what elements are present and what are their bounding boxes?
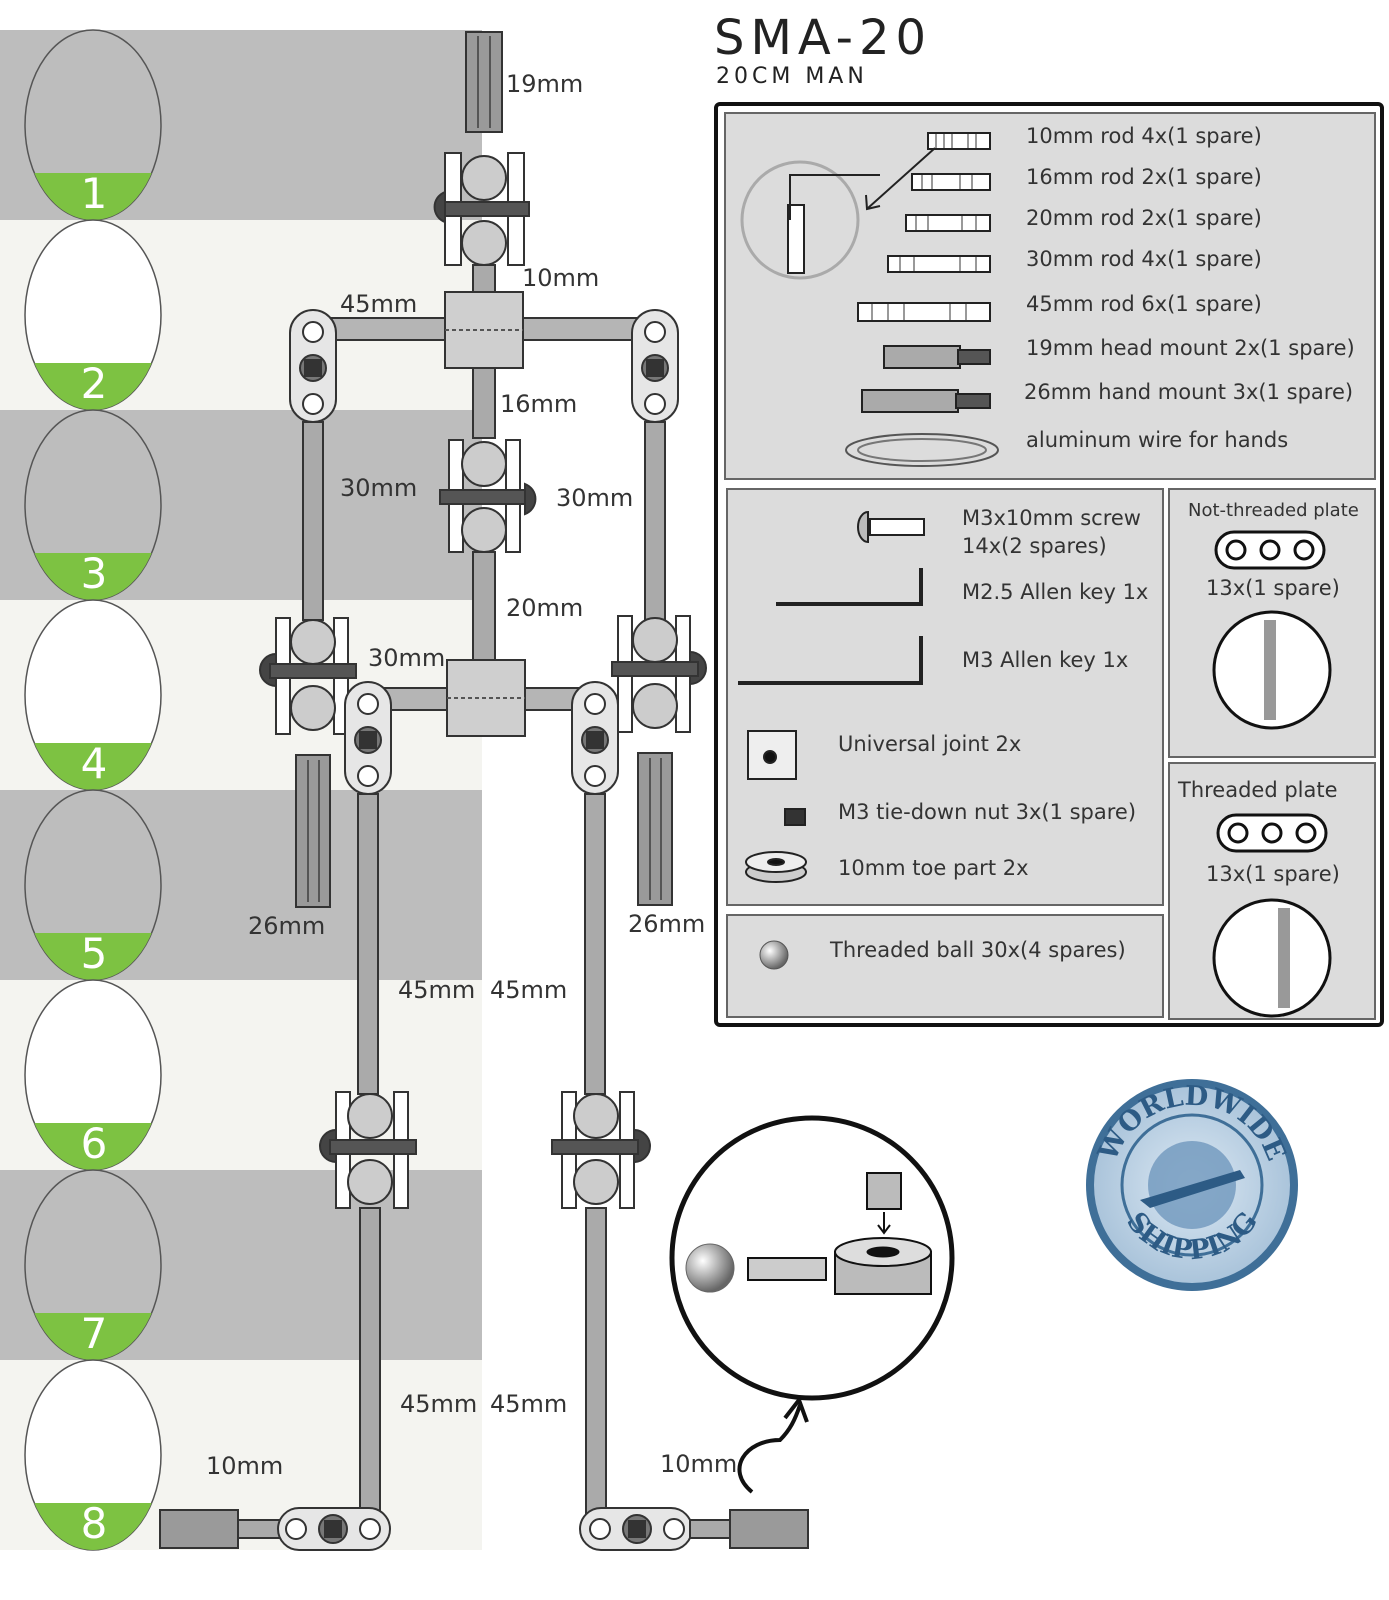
dim-thigh-right: 45mm [490,976,568,1004]
allen-key-3-label: M3 Allen key 1x [962,648,1129,672]
threaded-ball-label: Threaded ball 30x(4 spares) [830,938,1126,962]
scale-number: 6 [80,1119,108,1168]
dim-foot-left: 10mm [206,1452,284,1480]
dim-head-rod: 19mm [506,70,584,98]
thigh-left [357,793,379,1095]
part-label: 45mm rod 6x(1 spare) [1026,292,1262,316]
part-label: 10mm rod 4x(1 spare) [1026,124,1262,148]
neck-joint [433,152,530,266]
head-mount [465,31,503,133]
ball-panel [726,914,1164,1018]
dim-shin-right: 45mm [490,1390,568,1418]
shin-left [359,1207,381,1514]
page-subtitle: 20CM MAN [716,64,868,89]
threaded-plate-title: Threaded plate [1178,778,1338,802]
scale-egg [24,219,162,411]
screw-label: M3x10mm screw [962,506,1141,530]
dim-upper-arm-right: 30mm [556,484,634,512]
upper-arm-right [644,421,666,621]
tie-down-nut-label: M3 tie-down nut 3x(1 spare) [838,800,1137,824]
threaded-plate-qty: 13x(1 spare) [1206,862,1340,886]
screw-qty: 14x(2 spares) [962,534,1107,558]
part-label: 19mm head mount 2x(1 spare) [1026,336,1355,360]
toe-part-label: 10mm toe part 2x [838,856,1029,880]
dim-spine-upper: 16mm [500,390,578,418]
hand-mount-left [295,754,331,908]
foot-left [159,1507,391,1551]
skeleton [159,31,809,1551]
part-label: 20mm rod 2x(1 spare) [1026,206,1262,230]
hand-mount-right [637,752,673,906]
part-label: aluminum wire for hands [1026,428,1289,452]
knee-right [551,1091,651,1209]
part-label: 16mm rod 2x(1 spare) [1026,165,1262,189]
knee-left [319,1091,417,1209]
scale-number: 8 [80,1499,108,1548]
elbow-right [611,615,707,733]
foot-right [579,1507,809,1551]
plate-left-shoulder [289,309,337,423]
allen-key-25-label: M2.5 Allen key 1x [962,580,1149,604]
not-threaded-plate-panel [1168,488,1376,758]
page-title: SMA-20 [714,10,933,66]
worldwide-shipping-badge: WORLDWIDE SHIPPING [1086,1079,1298,1291]
foot-detail-callout [669,1115,955,1494]
thigh-right [584,793,606,1095]
plate-left-hip [344,681,392,795]
dim-hip: 30mm [368,644,446,672]
part-label: 26mm hand mount 3x(1 spare) [1024,380,1354,404]
dim-shoulder: 45mm [340,290,418,318]
universal-joint-label: Universal joint 2x [838,732,1022,756]
scale-number: 1 [80,169,108,218]
plate-right-hip [571,681,619,795]
dim-shin-left: 45mm [400,1390,478,1418]
part-label: 30mm rod 4x(1 spare) [1026,247,1262,271]
dim-thigh-left: 45mm [398,976,476,1004]
scale-number: 4 [80,739,108,788]
scale-number: 3 [80,549,108,598]
upper-arm-left [302,421,324,621]
dim-hand-right: 26mm [628,910,706,938]
scale-number: 7 [80,1309,108,1358]
elbow-left [259,617,357,735]
hardware-panel [726,488,1164,906]
scale-number: 2 [80,359,108,408]
spine-joint [439,439,537,553]
plate-right-shoulder [631,309,679,423]
dim-spine-lower: 20mm [506,594,584,622]
scale-number: 5 [80,929,108,978]
not-threaded-plate-qty: 13x(1 spare) [1206,576,1340,600]
scale-egg [24,29,162,221]
dim-upper-arm-left: 30mm [340,474,418,502]
dim-hand-left: 26mm [248,912,326,940]
dim-neck: 10mm [522,264,600,292]
dim-foot-right: 10mm [660,1450,738,1478]
not-threaded-plate-title: Not-threaded plate [1188,500,1359,521]
shin-right [585,1207,607,1514]
